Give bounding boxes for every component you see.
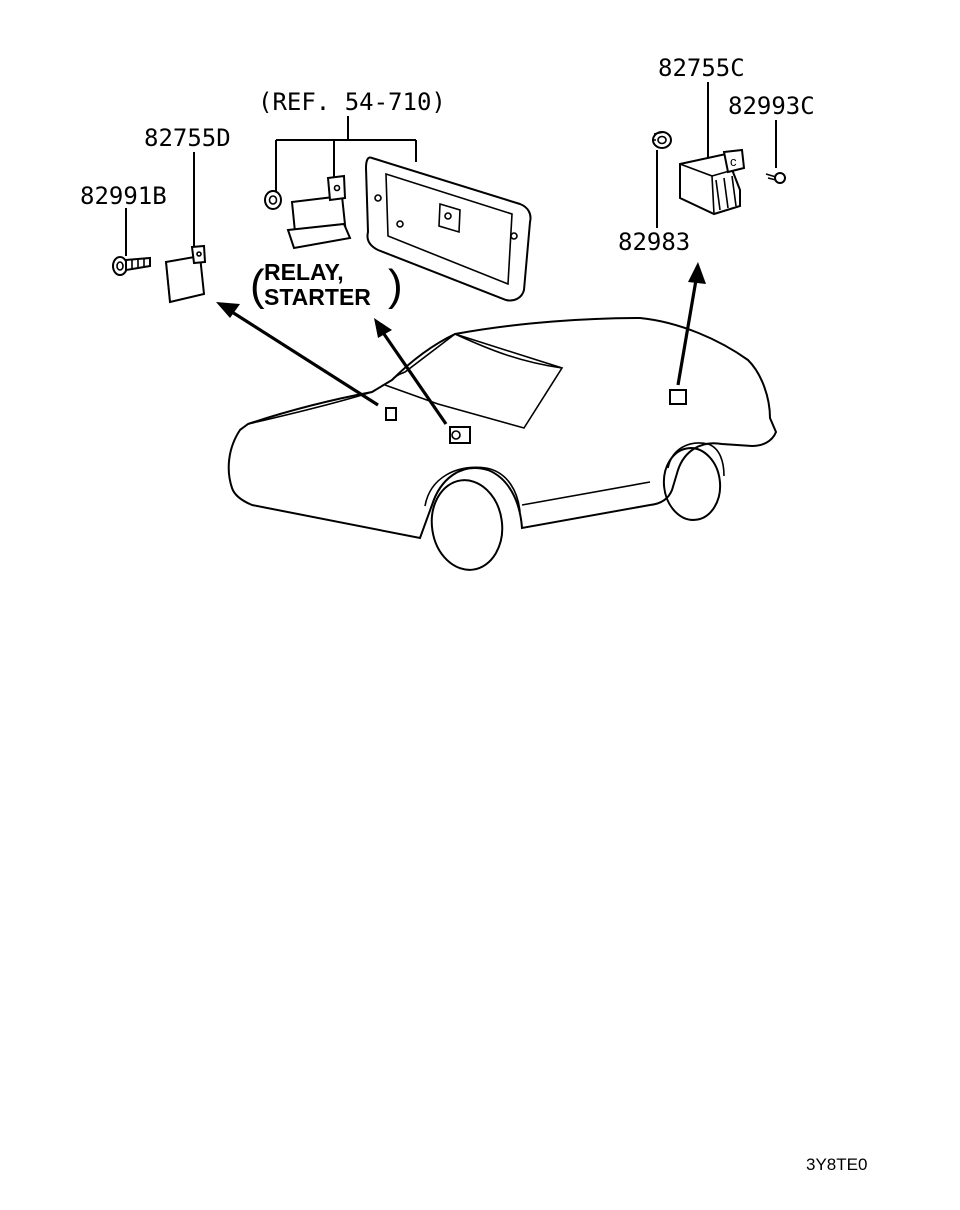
- relay-tab-mark: c: [730, 154, 737, 169]
- bolt-82991B-icon: [112, 256, 151, 276]
- relay-bracket-plate-icon: [364, 156, 532, 302]
- ref-bracket-lines: [275, 116, 417, 192]
- paren-close: ): [388, 261, 403, 310]
- relay-82755C-icon: c: [679, 148, 746, 216]
- label-82983: 82983: [618, 228, 690, 256]
- label-82993C: 82993C: [728, 92, 815, 120]
- paren-open: (: [250, 261, 265, 310]
- label-ref: (REF. 54-710): [258, 88, 446, 116]
- bolt-82983-icon: [652, 131, 672, 149]
- arrow-to-starter-relay: [374, 318, 448, 425]
- figure-code: 3Y8TE0: [806, 1155, 867, 1174]
- car-relay-marker-right: [669, 389, 687, 405]
- label-relay: RELAY,: [264, 259, 344, 285]
- screw-82993C-icon: [765, 172, 786, 184]
- relay-82755D-icon: [164, 244, 207, 304]
- car-relay-marker-center: [449, 426, 471, 444]
- label-starter: STARTER: [264, 284, 371, 310]
- arrow-to-right-relay: [676, 262, 706, 386]
- label-82755D: 82755D: [144, 124, 231, 152]
- car-relay-marker-left: [385, 407, 397, 421]
- label-82755C: 82755C: [658, 54, 745, 82]
- nut-icon: [264, 190, 282, 210]
- starter-relay-icon: [286, 174, 352, 250]
- car-outline: [227, 316, 778, 571]
- arrow-to-left-relay: [216, 302, 379, 407]
- label-82991B: 82991B: [80, 182, 167, 210]
